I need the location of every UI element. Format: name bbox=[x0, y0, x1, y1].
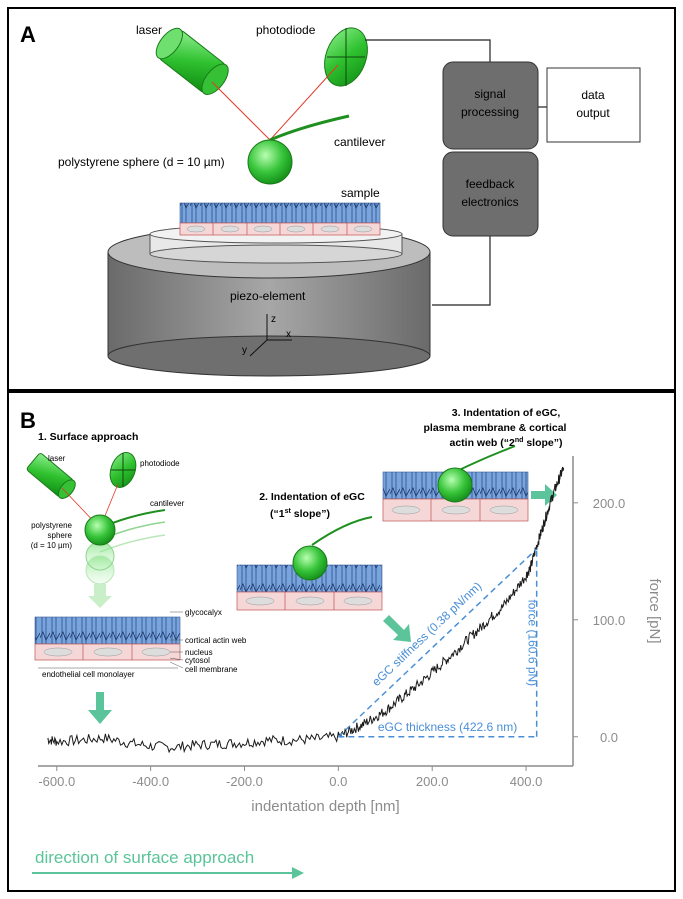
step3-title-1: 3. Indentation of eGC, bbox=[452, 407, 561, 419]
piezo-label: piezo-element bbox=[230, 289, 306, 303]
axis-z-label: z bbox=[271, 314, 276, 325]
y-tick-label: 200.0 bbox=[593, 496, 626, 511]
signal-processing-box bbox=[442, 61, 539, 150]
force-label: force (160.6 pN) bbox=[526, 599, 540, 686]
panel-b-letter: B bbox=[20, 408, 36, 433]
x-axis-label: indentation depth [nm] bbox=[251, 798, 399, 815]
monolayer-step1 bbox=[34, 616, 181, 661]
laser-icon-small bbox=[26, 453, 76, 499]
laser-label: laser bbox=[136, 23, 162, 37]
stiffness-label: eGC stiffness (0.38 pN/nm) bbox=[369, 579, 484, 689]
axis-x-label: x bbox=[286, 329, 291, 340]
step2-title-2a: (“1 bbox=[270, 508, 285, 520]
laser-icon bbox=[155, 27, 229, 95]
x-tick-label: -200.0 bbox=[226, 774, 263, 789]
photodiode-label: photodiode bbox=[256, 23, 316, 37]
force-curve bbox=[47, 466, 565, 754]
laser-label-small: laser bbox=[48, 454, 66, 463]
cantilever-step3 bbox=[454, 445, 516, 473]
membrane-label: cell membrane bbox=[185, 665, 238, 674]
x-tick-label: -600.0 bbox=[38, 774, 75, 789]
photodiode-label-small: photodiode bbox=[140, 459, 180, 468]
direction-label: direction of surface approach bbox=[35, 848, 254, 867]
cantilever bbox=[269, 114, 350, 142]
step3-title-3: actin web (“2nd slope”) bbox=[449, 437, 562, 449]
x-tick-label: -400.0 bbox=[132, 774, 169, 789]
arrow-step2 bbox=[383, 615, 411, 642]
sample-cells bbox=[179, 202, 381, 236]
signal-label-2: processing bbox=[461, 105, 519, 119]
sphere-icon-small bbox=[84, 514, 116, 546]
data-label-2: output bbox=[576, 106, 610, 120]
nucleus-label: nucleus bbox=[185, 648, 213, 657]
data-label-1: data bbox=[581, 88, 605, 102]
step2-title-2: (“1st slope”) bbox=[270, 508, 330, 520]
sphere-label-2: sphere bbox=[48, 531, 73, 540]
feedback-label-1: feedback bbox=[466, 177, 516, 191]
laser-beam bbox=[211, 64, 339, 141]
step1-title: 1. Surface approach bbox=[38, 431, 138, 443]
step2-title-sup: st bbox=[285, 508, 292, 515]
monolayer-leaders bbox=[38, 611, 184, 669]
photodiode-icon bbox=[324, 27, 368, 87]
step3-title-2: plasma membrane & cortical bbox=[424, 422, 567, 434]
sphere-label: polystyrene sphere (d = 10 µm) bbox=[58, 155, 225, 169]
axis-y-label: y bbox=[242, 345, 247, 356]
x-tick-label: 200.0 bbox=[416, 774, 449, 789]
direction-arrow-head bbox=[292, 867, 304, 879]
sphere-step3 bbox=[437, 467, 473, 503]
y-axis-label: force [pN] bbox=[646, 578, 663, 643]
stiffness-line bbox=[337, 548, 538, 738]
step2-title-1: 2. Indentation of eGC bbox=[259, 491, 365, 503]
y-tick-label: 0.0 bbox=[600, 730, 618, 745]
photodiode-icon-small bbox=[109, 452, 137, 488]
y-tick-label: 100.0 bbox=[593, 613, 626, 628]
sample-label: sample bbox=[341, 186, 380, 200]
connectors bbox=[365, 39, 547, 306]
thickness-label: eGC thickness (422.6 nm) bbox=[378, 720, 517, 734]
step3-title-3b: slope”) bbox=[523, 437, 562, 449]
sphere-label-1: polystyrene bbox=[31, 521, 72, 530]
feedback-label-2: electronics bbox=[461, 195, 518, 209]
sphere-icon bbox=[247, 139, 293, 185]
sphere-label-3: (d = 10 µm) bbox=[31, 541, 73, 550]
glycocalyx-label: glycocalyx bbox=[185, 608, 222, 617]
cantilever-label: cantilever bbox=[334, 135, 385, 149]
actin-label: cortical actin web bbox=[185, 636, 247, 645]
feedback-box bbox=[442, 151, 539, 237]
cantilever-label-small: cantilever bbox=[150, 499, 185, 508]
cytosol-label: cytosol bbox=[185, 656, 210, 665]
data-output-box bbox=[546, 67, 641, 143]
panel-a-letter: A bbox=[20, 22, 36, 47]
x-tick-label: 400.0 bbox=[510, 774, 543, 789]
monolayer-label: endothelial cell monolayer bbox=[42, 670, 135, 679]
xyz-axes bbox=[249, 314, 292, 357]
x-tick-label: 0.0 bbox=[329, 774, 347, 789]
panel-a-frame bbox=[7, 7, 676, 391]
sphere-ghost-1 bbox=[85, 541, 115, 571]
step3-title-3a: actin web (“2 bbox=[449, 437, 515, 449]
arrow-step1 bbox=[88, 692, 112, 724]
cantilever-step2 bbox=[311, 516, 373, 546]
approach-arrow-small bbox=[88, 584, 112, 608]
sphere-step2 bbox=[292, 545, 328, 581]
panel-b-frame bbox=[7, 391, 676, 892]
signal-label-1: signal bbox=[474, 87, 505, 101]
step2-title-2b: slope”) bbox=[291, 508, 330, 520]
step3-title-sup: nd bbox=[515, 437, 524, 444]
